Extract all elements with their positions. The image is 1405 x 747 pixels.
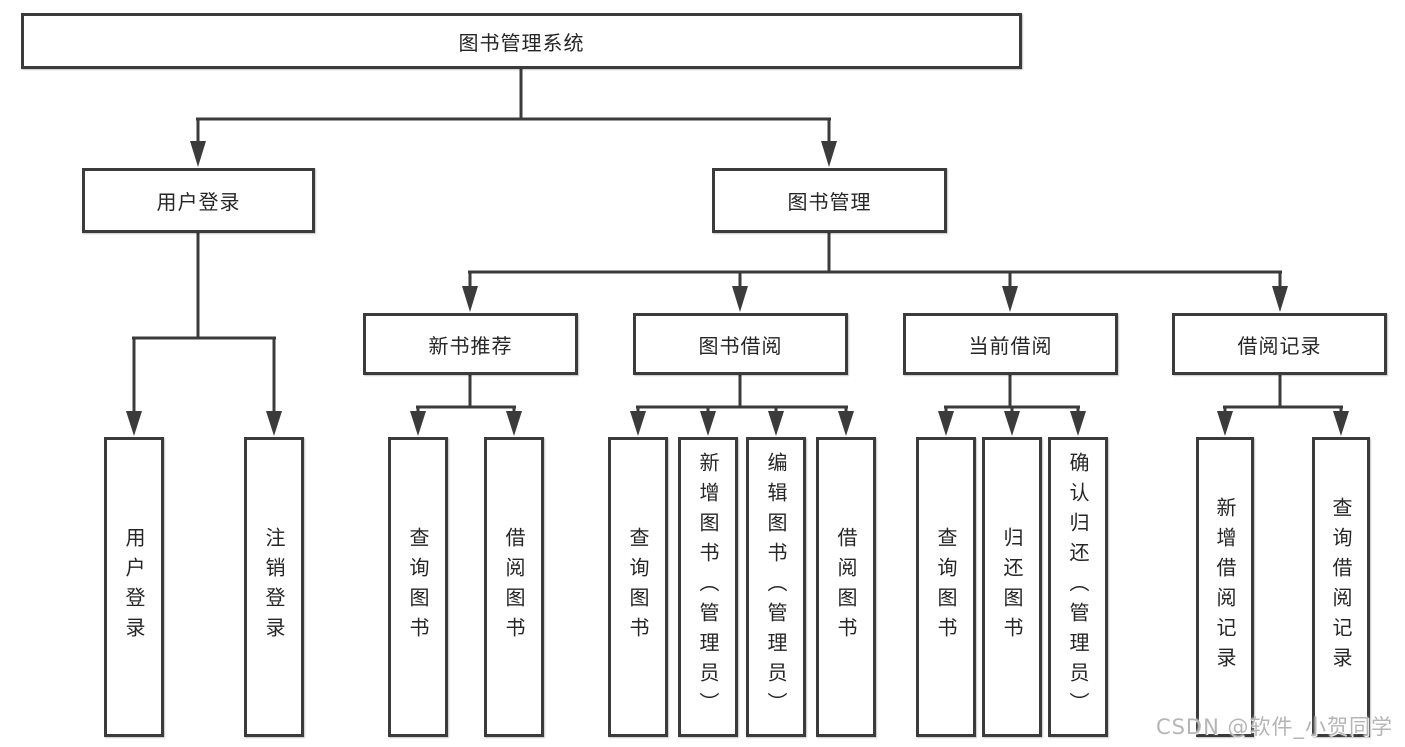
leaf-add-book-admin-label: 新增图书（管理员）: [696, 452, 720, 722]
connectors-new-book-children: [410, 375, 522, 436]
leaf-logout: 注销登录: [244, 437, 304, 737]
connectors-book-borrow-children: [630, 375, 854, 436]
node-book-management: 图书管理: [712, 168, 947, 233]
leaf-borrow-book-2: 借阅图书: [816, 437, 876, 737]
leaf-query-book-2-label: 查询图书: [626, 527, 650, 647]
leaf-add-borrow-record: 新增借阅记录: [1196, 437, 1254, 737]
node-current-borrow-label: 当前借阅: [968, 333, 1053, 358]
leaf-add-borrow-record-label: 新增借阅记录: [1213, 497, 1237, 677]
leaf-edit-book-admin-label: 编辑图书（管理员）: [764, 452, 788, 722]
leaf-query-borrow-record: 查询借阅记录: [1312, 437, 1370, 737]
leaf-add-book-admin: 新增图书（管理员）: [678, 437, 738, 737]
node-borrow-records-label: 借阅记录: [1237, 333, 1322, 358]
node-current-borrow: 当前借阅: [903, 313, 1118, 375]
connectors-user-login-children: [126, 233, 282, 436]
leaf-query-borrow-record-label: 查询借阅记录: [1329, 497, 1353, 677]
connectors-root-to-level2: [190, 69, 837, 167]
leaf-query-book-3: 查询图书: [916, 437, 976, 737]
leaf-query-book-1: 查询图书: [388, 437, 448, 737]
leaf-user-login: 用户登录: [104, 437, 164, 737]
node-book-management-label: 图书管理: [787, 190, 872, 214]
leaf-borrow-book-1-label: 借阅图书: [502, 527, 526, 647]
node-new-book-recommend-label: 新书推荐: [428, 333, 513, 358]
leaf-query-book-2: 查询图书: [608, 437, 668, 737]
leaf-confirm-return-admin-label: 确认归还（管理员）: [1066, 452, 1090, 722]
leaf-user-login-label: 用户登录: [122, 527, 146, 647]
leaf-edit-book-admin: 编辑图书（管理员）: [746, 437, 806, 737]
leaf-borrow-book-2-label: 借阅图书: [834, 527, 858, 647]
connectors-current-borrow-children: [938, 375, 1086, 436]
leaf-return-book: 归还图书: [982, 437, 1042, 737]
node-root-label: 图书管理系统: [458, 30, 585, 55]
node-new-book-recommend: 新书推荐: [363, 313, 578, 375]
node-root: 图书管理系统: [21, 13, 1022, 69]
node-user-login-label: 用户登录: [156, 190, 241, 214]
node-book-borrow-label: 图书借阅: [698, 333, 783, 358]
watermark: CSDN @软件_小贺同学: [1155, 715, 1393, 739]
leaf-query-book-3-label: 查询图书: [934, 527, 958, 647]
node-user-login: 用户登录: [82, 168, 315, 233]
leaf-query-book-1-label: 查询图书: [406, 527, 430, 647]
node-book-borrow: 图书借阅: [633, 313, 848, 375]
leaf-return-book-label: 归还图书: [1000, 527, 1024, 647]
leaf-borrow-book-1: 借阅图书: [484, 437, 544, 737]
node-borrow-records: 借阅记录: [1172, 313, 1387, 375]
connectors-book-mgmt-to-level3: [462, 233, 1288, 312]
connectors-borrow-records-children: [1217, 375, 1349, 436]
leaf-logout-label: 注销登录: [262, 527, 286, 647]
leaf-confirm-return-admin: 确认归还（管理员）: [1048, 437, 1108, 737]
